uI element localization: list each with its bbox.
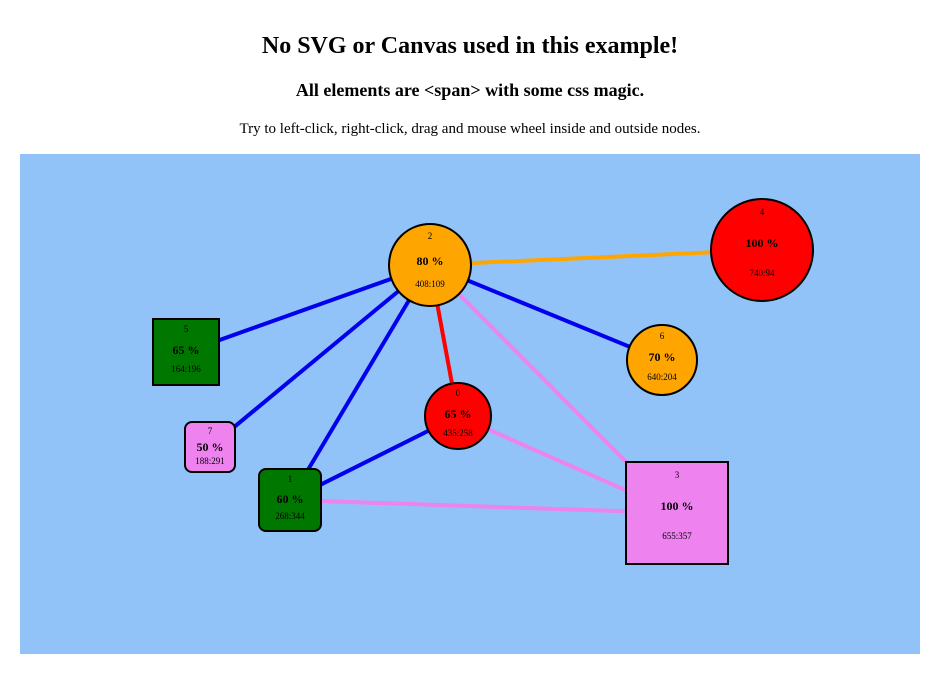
node-id-label: 7 — [207, 426, 213, 437]
edge-1-3 — [289, 498, 678, 515]
node-percent-label: 65 % — [172, 343, 200, 358]
node-percent-label: 65 % — [444, 407, 472, 422]
node-id-label: 0 — [455, 388, 461, 399]
node-id-label: 6 — [659, 330, 665, 341]
page-title: No SVG or Canvas used in this example! — [261, 33, 679, 59]
graph-node-7[interactable]: 7 50 %188:291 — [184, 421, 236, 473]
node-coord-label: 268:344 — [275, 510, 305, 521]
node-percent-label: 50 % — [196, 440, 224, 455]
node-percent-label: 60 % — [276, 491, 304, 506]
graph-node-5[interactable]: 5 65 % 164:196 — [152, 318, 220, 386]
graph-node-6[interactable]: 6 70 % 640:204 — [626, 324, 698, 396]
node-id-label: 5 — [183, 324, 189, 335]
node-coord-label: 164:196 — [171, 363, 201, 374]
node-coord-label: 408:109 — [415, 279, 445, 290]
graph-node-3[interactable]: 3 100 % 655:357 — [625, 461, 729, 565]
node-coord-label: 188:291 — [195, 455, 225, 466]
node-coord-label: 655:357 — [662, 531, 692, 541]
node-id-label: 4 — [759, 207, 765, 217]
node-coord-label: 435:258 — [443, 427, 473, 438]
graph-node-4[interactable]: 4 100 % 740:94 — [710, 198, 814, 302]
node-percent-label: 70 % — [648, 350, 676, 365]
node-coord-label: 640:204 — [647, 372, 677, 383]
node-percent-label: 100 % — [745, 236, 779, 250]
page-subtitle: All elements are <span> with some css ma… — [295, 80, 645, 100]
node-percent-label: 80 % — [416, 253, 444, 268]
graph-node-1[interactable]: 1 60 % 268:344 — [258, 468, 322, 532]
instructions-text: Try to left-click, right-click, drag and… — [239, 121, 701, 137]
node-id-label: 2 — [427, 230, 433, 241]
node-id-label: 1 — [287, 474, 293, 485]
graph-node-2[interactable]: 2 80 % 408:109 — [388, 223, 472, 307]
node-id-label: 3 — [674, 470, 680, 480]
node-percent-label: 100 % — [660, 499, 694, 513]
graph-canvas[interactable]: 0 65 % 435:258 1 60 % 268:344 2 80 % 408:109 3 100… — [20, 154, 920, 654]
node-coord-label: 740:94 — [749, 268, 775, 278]
graph-node-0[interactable]: 0 65 % 435:258 — [424, 382, 492, 450]
